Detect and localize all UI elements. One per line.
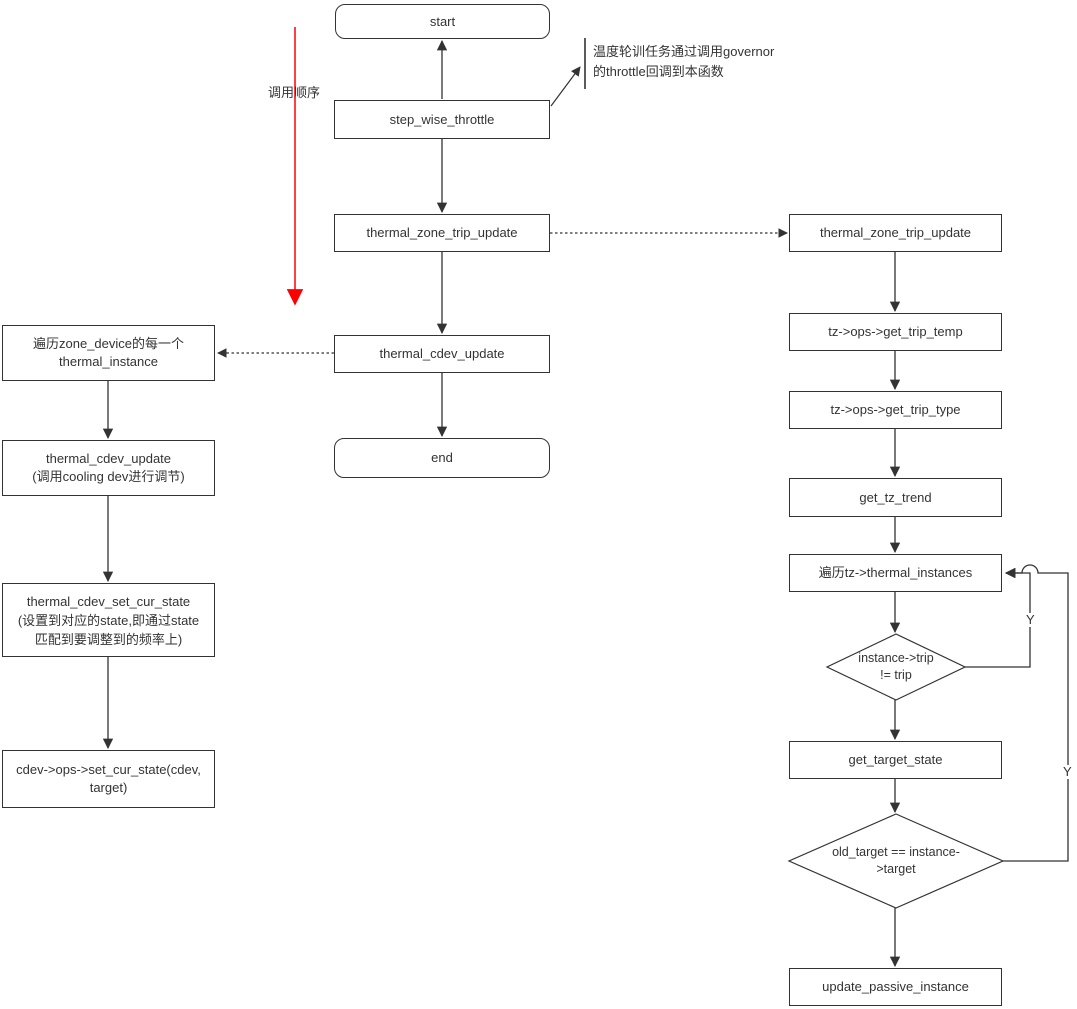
decision-trip-diamond [825, 633, 967, 701]
loop-decision-old-target-yes [1003, 564, 1069, 862]
node-get-target-state: get_target_state [789, 741, 1002, 779]
node-step-wise-throttle: step_wise_throttle [334, 100, 550, 139]
branch-yes-target-label: Y [1061, 764, 1074, 779]
node-get-trip-temp: tz->ops->get_trip_temp [789, 313, 1002, 351]
node-thermal-zone-trip-update-main: thermal_zone_trip_update [334, 214, 550, 252]
branch-yes-trip-label: Y [1024, 612, 1037, 627]
decision-old-target-diamond [787, 813, 1005, 909]
node-get-trip-type: tz->ops->get_trip_type [789, 391, 1002, 429]
decision-trip-label: instance->trip != trip [858, 651, 934, 682]
node-thermal-zone-trip-update-right: thermal_zone_trip_update [789, 214, 1002, 252]
node-iterate-thermal-instances: 遍历tz->thermal_instances [789, 554, 1002, 592]
annotation-text: 温度轮训任务通过调用governor 的throttle回调到本函数 [593, 44, 775, 79]
annotation-pointer-arrow [550, 66, 581, 107]
decision-old-target-label: old_target == instance- >target [832, 845, 960, 876]
node-iterate-zone-device: 遍历zone_device的每一个 thermal_instance [2, 325, 215, 381]
node-end: end [334, 438, 550, 478]
node-thermal-cdev-update-main: thermal_cdev_update [334, 335, 550, 373]
node-start: start [335, 4, 550, 39]
node-thermal-cdev-set-cur-state: thermal_cdev_set_cur_state (设置到对应的state,… [2, 583, 215, 657]
node-update-passive-instance: update_passive_instance [789, 968, 1002, 1006]
call-order-label: 调用顺序 [268, 85, 321, 100]
node-get-tz-trend: get_tz_trend [789, 478, 1002, 517]
node-cdev-ops-set-cur-state: cdev->ops->set_cur_state(cdev, target) [2, 750, 215, 808]
node-thermal-cdev-update-left: thermal_cdev_update (调用cooling dev进行调节) [2, 440, 215, 496]
